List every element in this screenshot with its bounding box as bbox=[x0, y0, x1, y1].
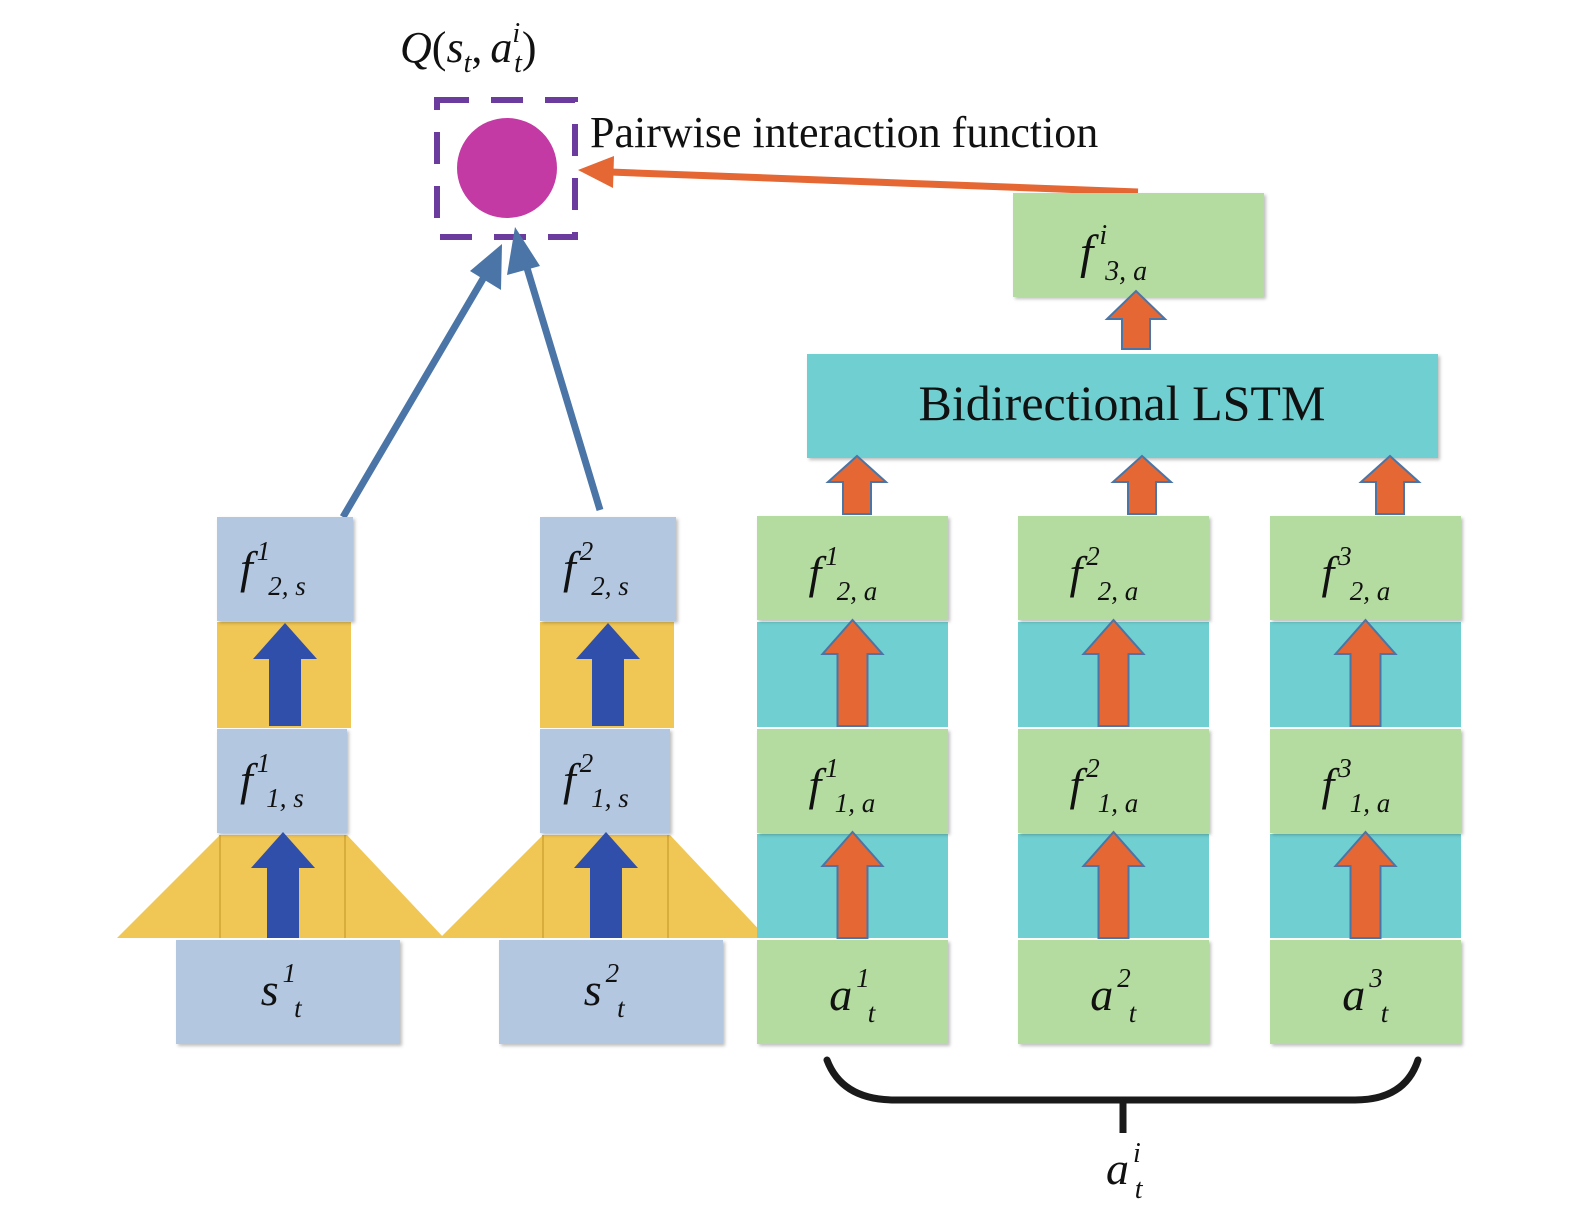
action-feature-1-box bbox=[1018, 729, 1209, 833]
state-feature-2-box bbox=[217, 517, 353, 621]
action-to-node-connector bbox=[578, 156, 1139, 196]
lstm-output-arrow bbox=[1104, 289, 1168, 350]
q-symbol: Q bbox=[400, 23, 432, 72]
state-input-box bbox=[176, 940, 400, 1044]
state-up-arrow bbox=[576, 623, 640, 726]
state-up-arrow bbox=[253, 623, 317, 726]
action-feature-1-box bbox=[1270, 729, 1461, 833]
svg-text:Bidirectional LSTM: Bidirectional LSTM bbox=[919, 375, 1326, 431]
bidirectional-lstm-block: Bidirectional LSTM bbox=[807, 354, 1438, 458]
action-to-lstm-arrow bbox=[1110, 454, 1174, 515]
svg-text:Q(st,ait): Q(st,ait) bbox=[400, 18, 537, 79]
state-feature-2-box bbox=[540, 517, 676, 621]
action-feature-2-box bbox=[757, 516, 948, 620]
action-up-arrow bbox=[1081, 830, 1146, 939]
state-up-arrow bbox=[574, 832, 638, 938]
action-up-arrow bbox=[1333, 618, 1398, 727]
action-up-arrow bbox=[1081, 618, 1146, 727]
action-to-lstm-arrow bbox=[1358, 454, 1422, 515]
action-feature-2-box bbox=[1018, 516, 1209, 620]
action-up-arrow bbox=[820, 618, 885, 727]
action-to-lstm-arrow bbox=[825, 454, 889, 515]
dashed-selection-box bbox=[434, 97, 578, 240]
state-feature-1-box bbox=[217, 729, 347, 833]
action-input-box bbox=[1270, 940, 1461, 1044]
pairwise-label: Pairwise interaction function bbox=[590, 108, 1098, 157]
action-up-arrow bbox=[1333, 830, 1398, 939]
state-up-arrow bbox=[251, 832, 315, 938]
action-feature-2-box bbox=[1270, 516, 1461, 620]
action-input-box bbox=[1018, 940, 1209, 1044]
interaction-circle bbox=[457, 118, 557, 218]
action-up-arrow bbox=[820, 830, 885, 939]
state-input-box bbox=[499, 940, 723, 1044]
state-feature-1-box bbox=[540, 729, 670, 833]
action-feature-1-box bbox=[757, 729, 948, 833]
action-input-box bbox=[757, 940, 948, 1044]
pairwise-interaction-node bbox=[434, 97, 578, 240]
state-to-node-connectors bbox=[339, 227, 604, 519]
